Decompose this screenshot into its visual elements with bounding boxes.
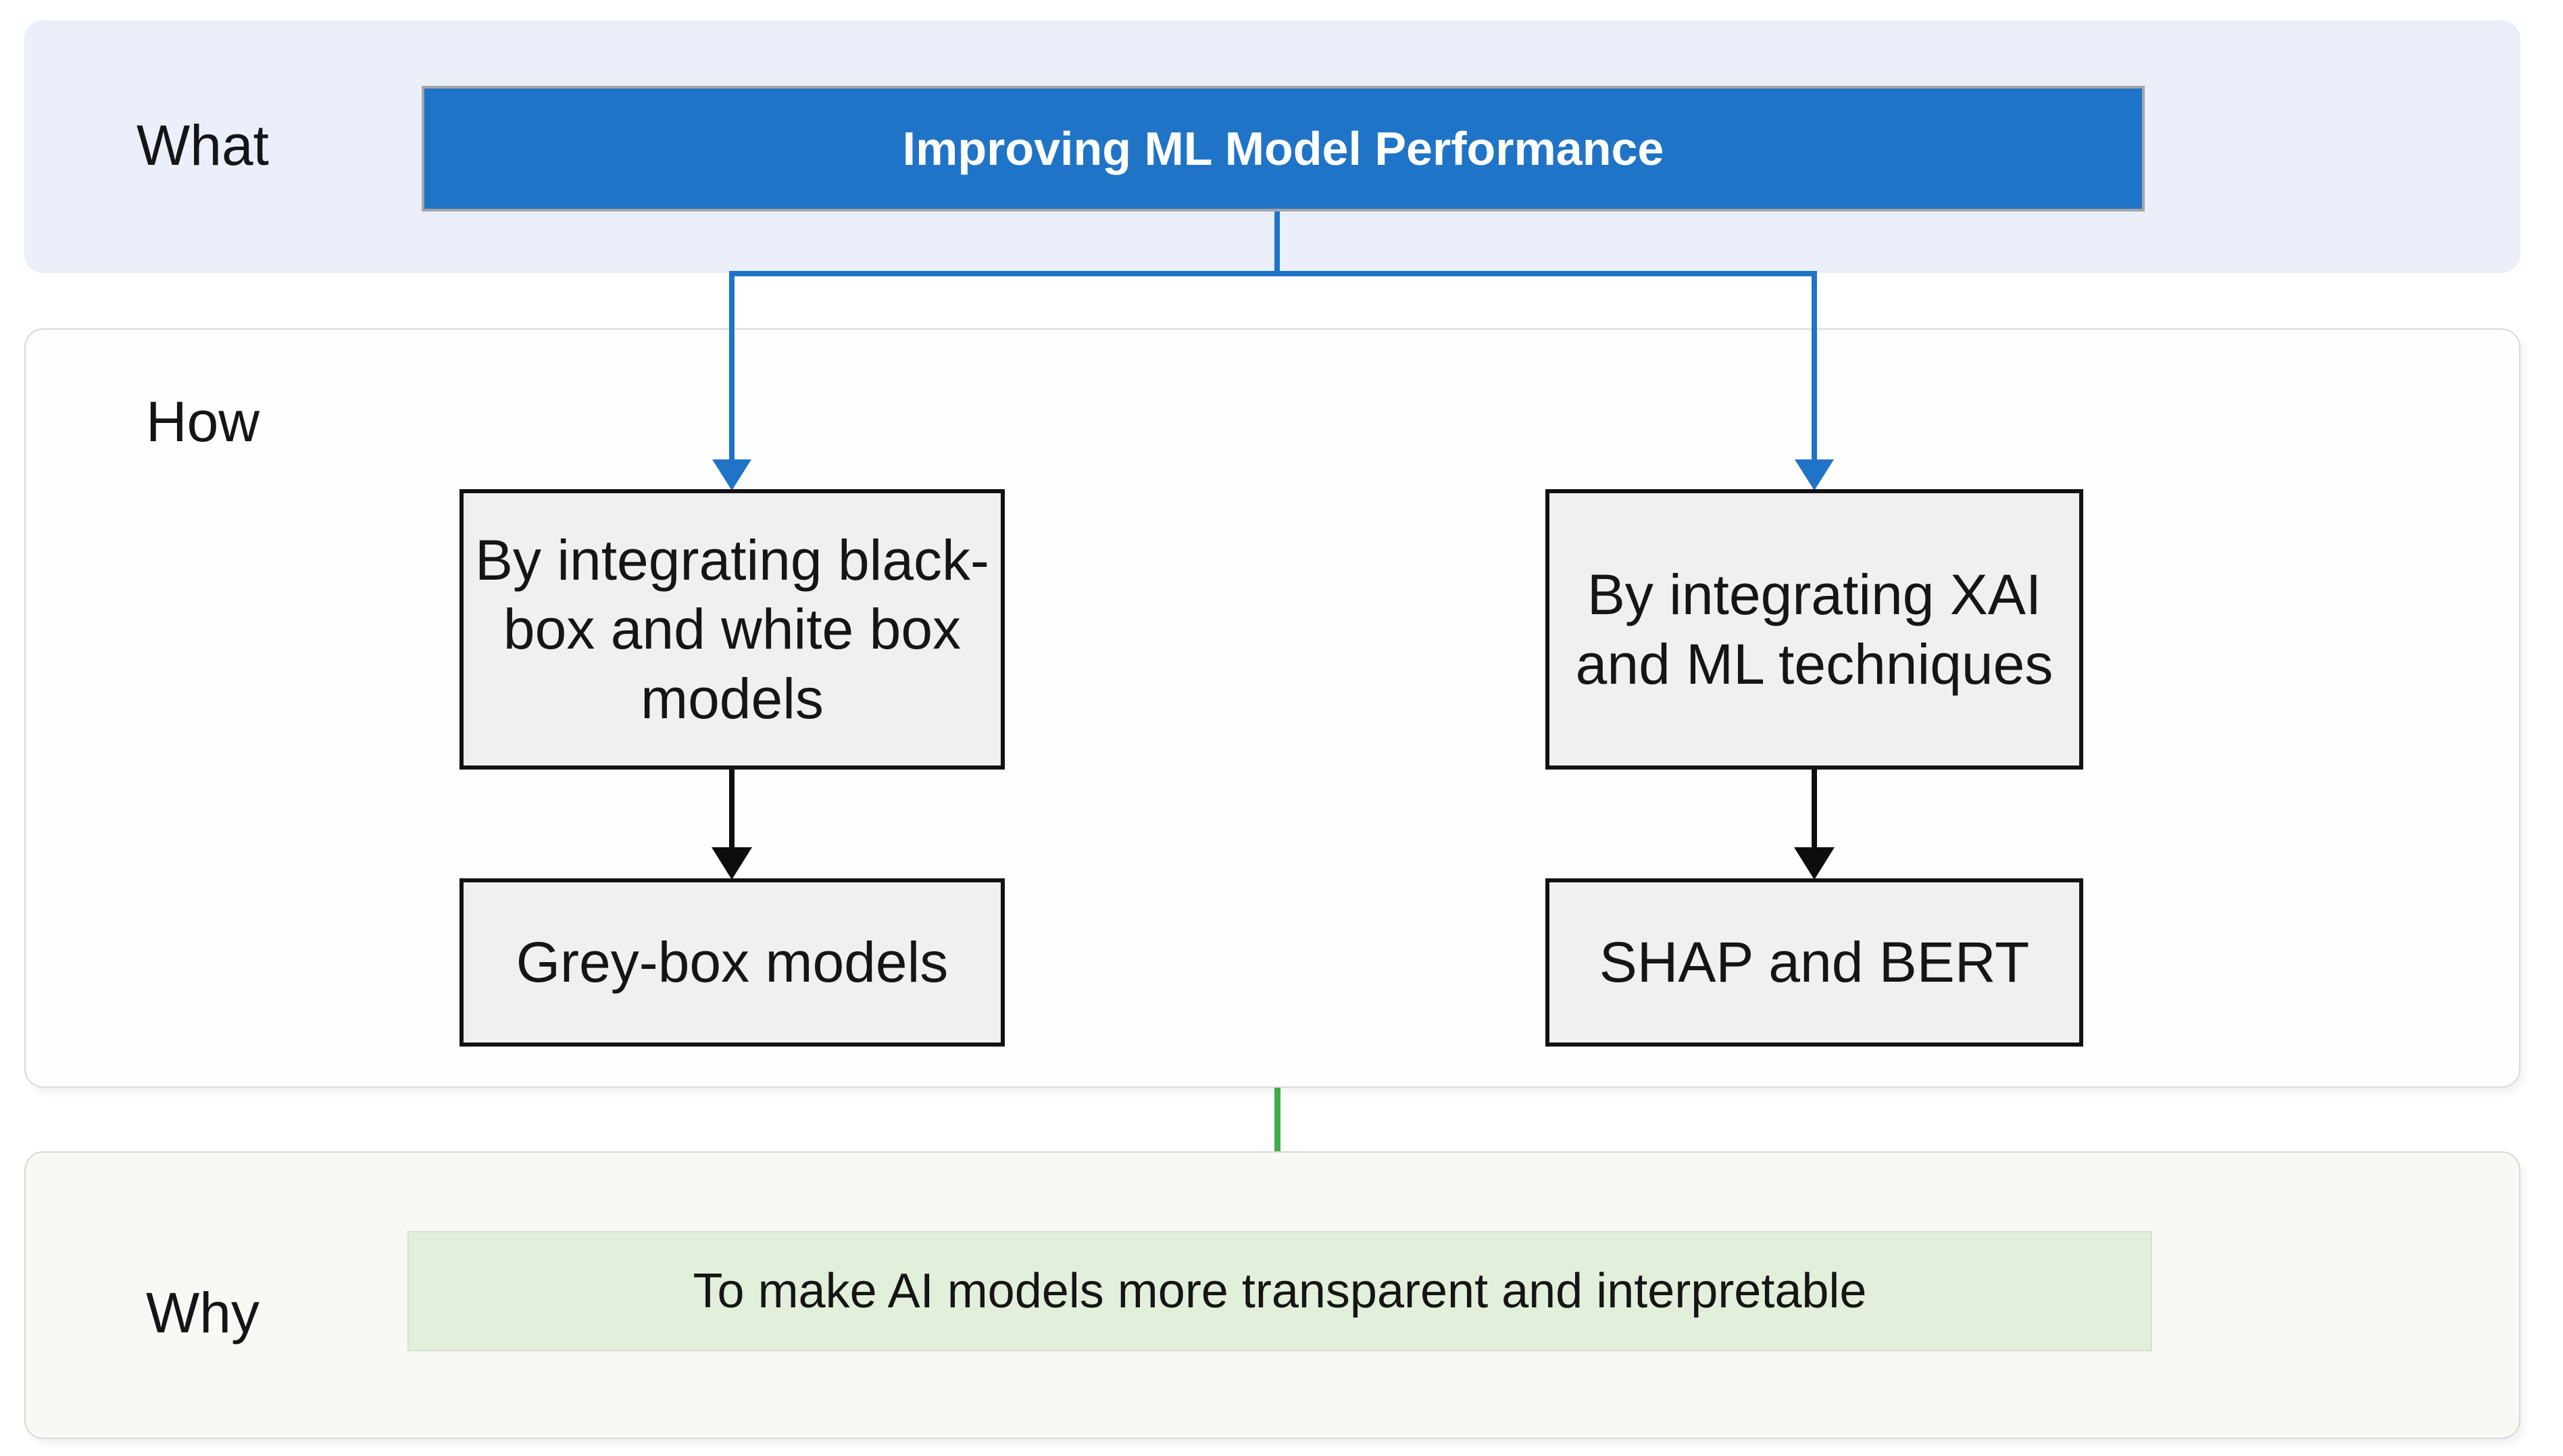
box-method-blackbox-whitebox: By integrating black-box and white box m…: [459, 489, 1005, 770]
box-method-xai-ml: By integrating XAI and ML techniques: [1545, 489, 2083, 770]
row-label-why: Why: [146, 1281, 259, 1345]
section-how: [24, 328, 2520, 1088]
arrow-down-black-left-icon: [712, 847, 752, 880]
box-why-statement: To make AI models more transparent and i…: [407, 1231, 2152, 1351]
title-banner: Improving ML Model Performance: [422, 86, 2145, 211]
connector-black-right-stem: [1812, 770, 1817, 849]
connector-green-stem: [1274, 1088, 1280, 1200]
arrow-down-blue-left-icon: [712, 459, 751, 491]
row-label-what: What: [136, 114, 270, 177]
box-result-shap-bert: SHAP and BERT: [1545, 878, 2083, 1047]
arrow-down-black-right-icon: [1794, 847, 1835, 880]
box-result-greybox: Grey-box models: [459, 878, 1005, 1047]
connector-blue-stem: [1274, 211, 1280, 275]
row-label-how: How: [145, 390, 260, 453]
connector-black-left-stem: [729, 770, 735, 849]
connector-blue-drop-right: [1812, 271, 1817, 461]
connector-blue-horizontal: [729, 271, 1817, 276]
connector-blue-drop-left: [729, 271, 735, 461]
arrow-down-blue-right-icon: [1795, 459, 1834, 491]
